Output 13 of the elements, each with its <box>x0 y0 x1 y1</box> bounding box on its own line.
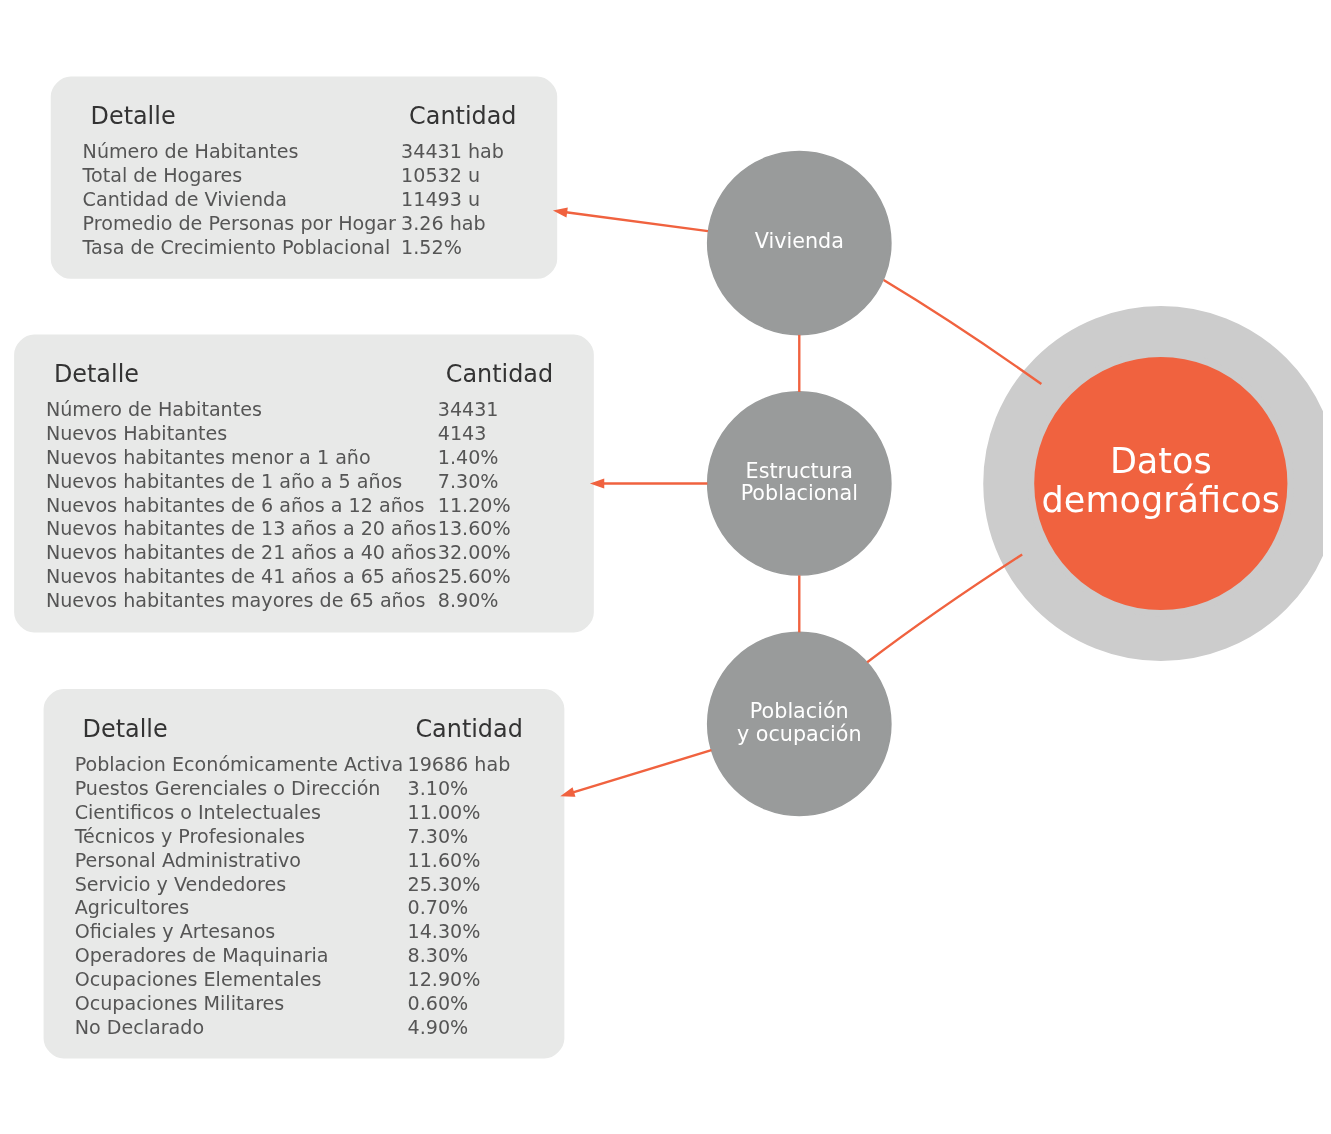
arrow <box>552 206 709 232</box>
arrow <box>560 748 712 797</box>
node-circle: Vivienda <box>706 150 892 335</box>
connector <box>883 278 1043 385</box>
connector <box>798 574 801 632</box>
node-box: Detalle Cantidad Poblacion Económicamente Activa 19686 hab Puestos Gerenciales o Dirección 3.10% Cientificos o Intelectuales 11.00% Técnicos y Profesionales 7.30% Personal Administrativo 11.60% Servicio y Vendedores 25.30% Agricultores 0.70% Oficiales y Artesanos 14.30% Operadores de Maquinaria 8.30% Ocupaciones Elementales 12.90% Ocupaciones Militares 0.60% No Declarado 4.90% <box>43 688 565 1058</box>
node-box: Detalle Cantidad Número de Habitantes 34431 hab Total de Hogares 10532 u Cantidad de Vivienda 11493 u Promedio de Personas por Hogar 3.26 hab Tasa de Crecimiento Poblacional 1.52% <box>50 76 558 279</box>
arrow <box>589 477 708 488</box>
node-circle: Estructura Poblacional <box>706 390 892 576</box>
connector <box>866 552 1023 663</box>
connector <box>798 334 801 392</box>
node-circle: Población y ocupación <box>706 631 892 816</box>
node-box: Detalle Cantidad Número de Habitantes 34431 Nuevos Habitantes 4143 Nuevos habitantes menor a 1 año 1.40% Nuevos habitantes de 1 año a 5 años 7.30% Nuevos habitantes de 6 años a 12 años 11.20% Nuevos habitantes de 13 años a 20 años13.60% Nuevos habitantes de 21 años a 40 años32.00% Nuevos habitantes de 41 años a 65 años25.60% Nuevos habitantes mayores de 65 años 8.90% <box>14 334 594 632</box>
